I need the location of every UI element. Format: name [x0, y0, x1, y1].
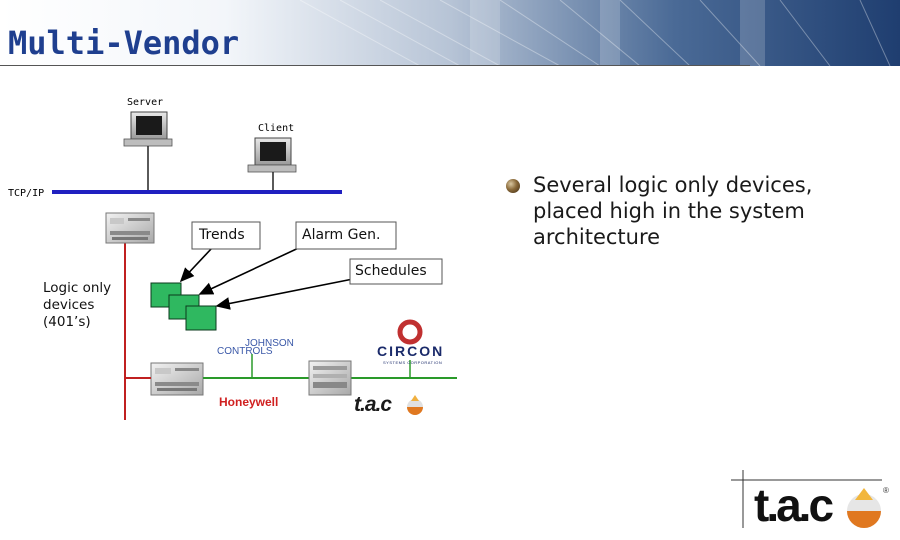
honeywell-logo: Honeywell	[219, 395, 279, 409]
tac-vendor-logo: t.a.c	[354, 393, 392, 416]
server-computer-icon	[123, 111, 173, 147]
header-banner: Multi-Vendor	[0, 0, 900, 66]
client-computer-icon	[247, 137, 297, 173]
header-divider	[0, 65, 750, 66]
logic-only-label-line1: Logic only	[43, 280, 112, 296]
alarm-arrow	[198, 244, 306, 295]
footer-tac-logo: t.a.c	[754, 479, 834, 531]
logic-device-icon	[185, 305, 217, 331]
tcpip-label: TCP/IP	[8, 188, 45, 199]
alarm-gen-box	[295, 221, 397, 250]
server-label: Server	[127, 97, 164, 108]
alarm-gen-label: Alarm Gen.	[302, 227, 381, 243]
bullet-text: Several logic only devices, placed high …	[533, 173, 813, 249]
johnson-logo-line2: CONTROLS	[217, 346, 273, 357]
schedules-arrow	[215, 277, 359, 310]
thirdparty-device-icon	[308, 360, 352, 396]
client-label: Client	[258, 123, 295, 134]
tac-small-logo-icon	[407, 395, 423, 415]
building-background	[0, 0, 900, 66]
circon-logo: CIRCON	[377, 343, 445, 359]
controller-device-icon	[150, 362, 204, 396]
circon-logo-icon	[397, 319, 423, 345]
johnson-logo-line1: JOHNSON	[245, 338, 294, 349]
footer-registered-mark: ®	[883, 486, 889, 495]
logic-only-label-line3: (401’s)	[43, 314, 91, 330]
schedules-label: Schedules	[355, 263, 427, 279]
logic-only-label-line2: devices	[43, 297, 95, 313]
trends-arrow	[179, 247, 213, 283]
schedules-box	[349, 258, 443, 285]
trends-box	[191, 221, 261, 250]
bullet-icon	[506, 179, 520, 193]
trends-label: Trends	[199, 227, 245, 243]
tac-large-logo-icon	[847, 488, 881, 528]
page-title: Multi-Vendor	[8, 24, 240, 62]
circon-subtitle: SYSTEMS CORPORATION	[383, 360, 443, 365]
controller-device-icon	[105, 212, 155, 244]
